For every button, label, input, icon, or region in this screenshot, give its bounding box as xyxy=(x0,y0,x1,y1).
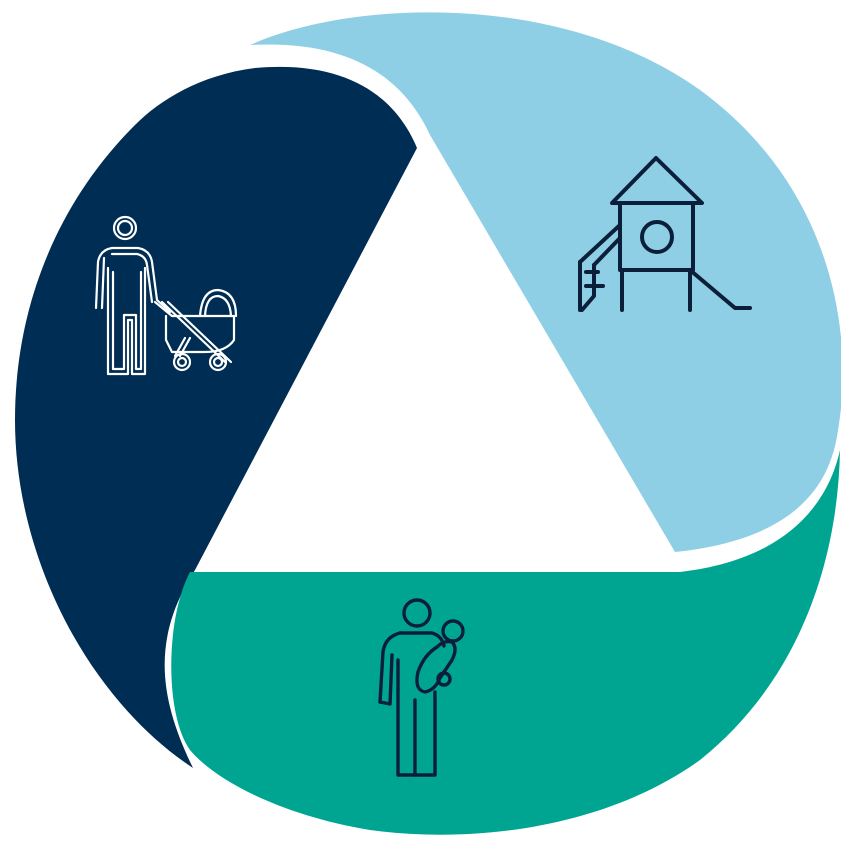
parent-with-stroller-icon xyxy=(94,215,238,376)
parent-holding-child-icon xyxy=(378,598,465,777)
segment-teal xyxy=(171,450,840,835)
segment-light-blue xyxy=(250,12,841,552)
segment-dark-navy xyxy=(15,66,417,768)
playground-slide-icon xyxy=(578,156,752,312)
